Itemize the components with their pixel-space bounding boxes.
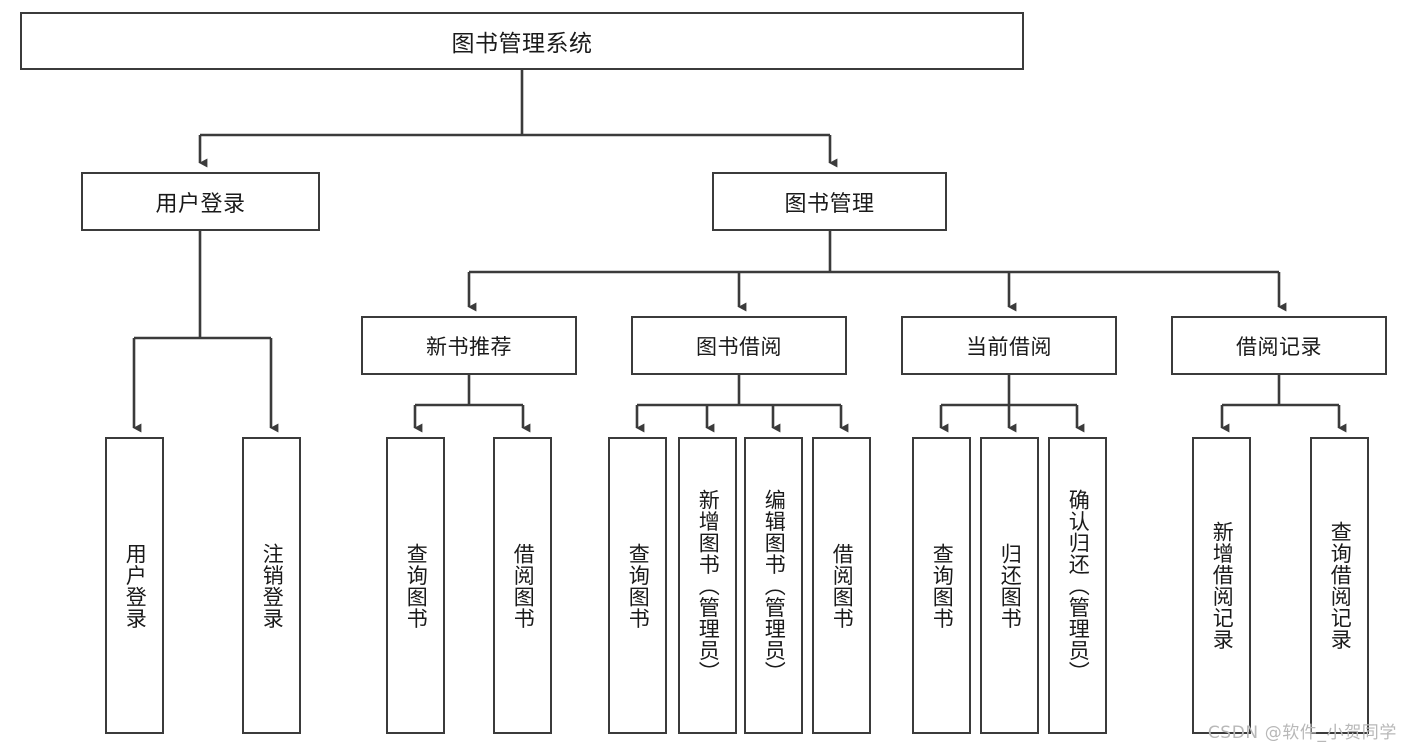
node-label: 图书借阅 — [696, 334, 782, 359]
node-label: 新增借阅记录 — [1210, 521, 1235, 650]
node-borrow-record[interactable]: 借阅记录 — [1171, 316, 1387, 375]
node-label: 新增图书（管理员） — [696, 488, 721, 683]
node-label: 图书管理 — [784, 191, 875, 217]
node-new-book-recommend[interactable]: 新书推荐 — [361, 316, 577, 375]
node-label: 查询图书 — [626, 542, 651, 629]
node-label: 借阅记录 — [1236, 334, 1322, 359]
node-label: 用户登录 — [155, 191, 246, 217]
node-leaf-query-book-2[interactable]: 查询图书 — [608, 437, 667, 734]
node-leaf-query-book-1[interactable]: 查询图书 — [386, 437, 445, 734]
node-label: 借阅图书 — [511, 542, 536, 629]
node-leaf-logout-login[interactable]: 注销登录 — [242, 437, 301, 734]
node-label: 确认归还（管理员） — [1066, 488, 1091, 683]
node-label: 查询图书 — [930, 542, 955, 629]
node-user-login[interactable]: 用户登录 — [81, 172, 320, 231]
node-label: 查询借阅记录 — [1328, 521, 1353, 650]
node-leaf-add-record[interactable]: 新增借阅记录 — [1192, 437, 1251, 734]
node-label: 当前借阅 — [966, 334, 1052, 359]
node-leaf-borrow-book-2[interactable]: 借阅图书 — [812, 437, 871, 734]
node-leaf-edit-book[interactable]: 编辑图书（管理员） — [744, 437, 803, 734]
node-book-management[interactable]: 图书管理 — [712, 172, 947, 231]
node-leaf-return-book[interactable]: 归还图书 — [980, 437, 1039, 734]
node-label: 查询图书 — [404, 542, 429, 629]
node-leaf-query-book-3[interactable]: 查询图书 — [912, 437, 971, 734]
node-book-management-system[interactable]: 图书管理系统 — [20, 12, 1024, 70]
node-label: 注销登录 — [260, 542, 285, 629]
node-label: 借阅图书 — [830, 542, 855, 629]
node-leaf-confirm-return[interactable]: 确认归还（管理员） — [1048, 437, 1107, 734]
node-label: 归还图书 — [998, 542, 1023, 629]
node-leaf-query-record[interactable]: 查询借阅记录 — [1310, 437, 1369, 734]
node-label: 新书推荐 — [426, 334, 512, 359]
node-label: 编辑图书（管理员） — [762, 488, 787, 683]
node-label: 用户登录 — [123, 542, 148, 629]
node-current-borrow[interactable]: 当前借阅 — [901, 316, 1117, 375]
node-leaf-user-login[interactable]: 用户登录 — [105, 437, 164, 734]
node-leaf-add-book[interactable]: 新增图书（管理员） — [678, 437, 737, 734]
node-book-borrow[interactable]: 图书借阅 — [631, 316, 847, 375]
node-label: 图书管理系统 — [451, 31, 593, 57]
node-leaf-borrow-book-1[interactable]: 借阅图书 — [493, 437, 552, 734]
watermark-text: CSDN @软件_小贺同学 — [1207, 723, 1397, 743]
